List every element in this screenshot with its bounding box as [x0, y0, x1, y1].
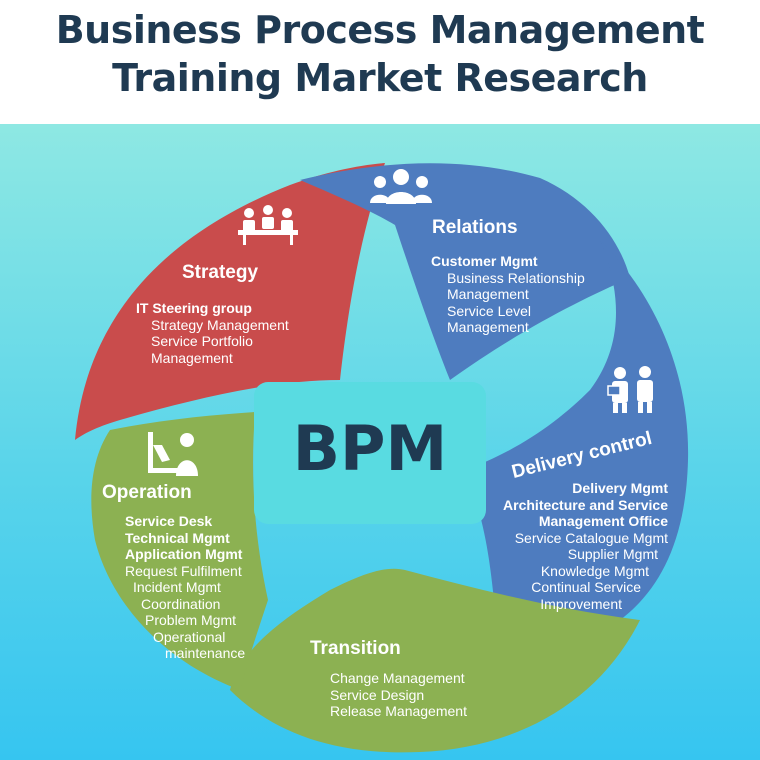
operation-line: Technical Mgmt [125, 529, 230, 546]
transition-line: Service Design [330, 686, 425, 703]
delivery-line: Supplier Mgmt [567, 546, 658, 562]
relations-line: Business Relationship [447, 269, 585, 286]
meeting-table-icon [238, 205, 298, 245]
operation-text: Service Desk Technical Mgmt Application … [125, 513, 245, 662]
page-title: Business Process Management Training Mar… [0, 0, 760, 124]
delivery-line: Improvement [540, 595, 622, 612]
operation-line: Operational [153, 628, 226, 645]
strategy-title: Strategy [182, 262, 259, 283]
relations-line: Management [447, 319, 529, 335]
transition-text: Change Management Service Design Release… [330, 670, 467, 720]
transition-title: Transition [310, 638, 401, 659]
title-line-2: Training Market Research [112, 56, 648, 100]
operation-line: Service Desk [125, 513, 213, 529]
delivery-line: Knowledge Mgmt [540, 562, 649, 579]
delivery-text: Delivery Mgmt Architecture and Service M… [490, 480, 668, 612]
strategy-line: Strategy Management [151, 316, 289, 333]
delivery-line: Management Office [538, 513, 668, 529]
relations-line: Customer Mgmt [431, 253, 538, 269]
strategy-line: IT Steering group [136, 300, 252, 316]
operation-line: Problem Mgmt [145, 612, 237, 628]
operation-line: maintenance [165, 645, 246, 661]
relations-line: Management [447, 286, 529, 302]
strategy-line: Service Portfolio [151, 333, 253, 349]
transition-line: Release Management [330, 703, 467, 719]
operation-line: Coordination [141, 595, 221, 612]
operation-line: Request Fulfilment [125, 562, 242, 579]
relations-text: Customer Mgmt Business Relationship Mana… [431, 253, 585, 336]
strategy-text: IT Steering group Strategy Management Se… [136, 300, 289, 366]
relations-title: Relations [432, 217, 518, 238]
segment-relations [300, 163, 630, 380]
segment-delivery [465, 240, 689, 625]
relations-line: Service Level [447, 302, 532, 319]
desk-worker-icon [148, 432, 198, 476]
operation-line: Incident Mgmt [133, 579, 221, 595]
operation-title: Operation [102, 482, 192, 503]
segment-operation [91, 412, 268, 690]
delivery-line: Architecture and Service [503, 496, 668, 513]
people-group-icon [370, 169, 432, 204]
delivery-line: Service Catalogue Mgmt [514, 529, 668, 546]
center-box [254, 382, 486, 524]
strategy-line: Management [151, 349, 233, 366]
center-label: BPM [292, 412, 448, 485]
title-line-1: Business Process Management [55, 8, 705, 52]
operation-line: Application Mgmt [125, 546, 243, 562]
transition-line: Change Management [330, 670, 465, 686]
segment-strategy [75, 163, 385, 440]
presenter-icon [607, 366, 653, 413]
delivery-line: Continual Service [531, 579, 641, 595]
delivery-line: Delivery Mgmt [572, 480, 668, 496]
segment-transition [230, 568, 640, 753]
